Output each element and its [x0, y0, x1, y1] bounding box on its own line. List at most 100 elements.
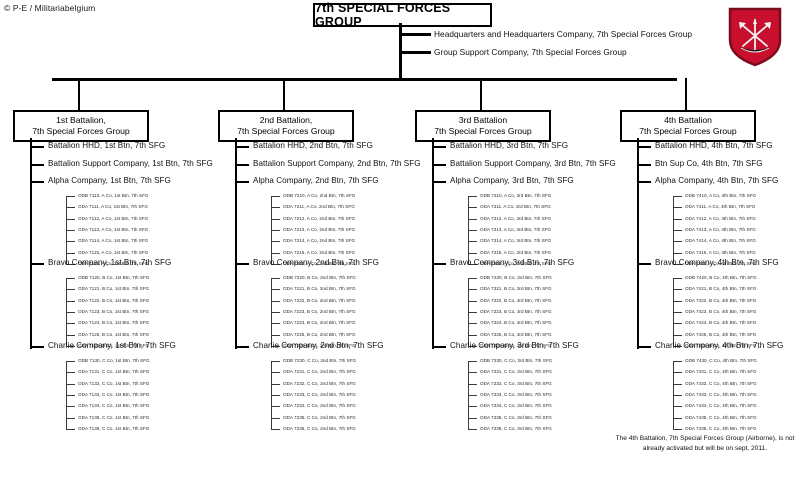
team-label-4-3-3: ODA 7432, C Co, 4th Btn, 7th SFG	[685, 380, 757, 386]
team-label-4-3-7: ODA 7436, C Co, 4th Btn, 7th SFG	[685, 425, 757, 431]
team-label-3-3-7: ODA 7336, C Co, 3rd Btn, 7th SFG	[480, 425, 552, 431]
team-connector-4-2-3	[673, 300, 682, 302]
team-label-3-2-6: ODA 7325, B Co, 3rd Btn, 7th SFG	[480, 331, 552, 337]
team-label-1-2-5: ODA 7124, B Co, 1st Btn, 7th SFG	[78, 320, 150, 326]
team-connector-3-3-5	[468, 406, 477, 408]
team-connector-1-2-1	[66, 278, 75, 280]
team-label-3-3-1: ODB 7330, C Co, 3rd Btn, 7th SFG	[480, 358, 553, 363]
company-label-3-3[interactable]: Charlie Company, 3rd Btn, 7th SFG	[450, 341, 579, 350]
team-label-3-3-3: ODA 7332, C Co, 3rd Btn, 7th SFG	[480, 380, 552, 386]
team-connector-1-3-5	[66, 406, 75, 408]
company-label-2-3[interactable]: Charlie Company, 2nd Btn, 7th SFG	[253, 341, 384, 350]
team-connector-4-3-5	[673, 406, 682, 408]
team-connector-3-2-3	[468, 300, 477, 302]
team-label-2-1-5: ODA 7214, A Co, 2nd Btn, 7th SFG	[283, 238, 356, 244]
battalion-drop-line-3	[479, 78, 483, 110]
company-connector-3-1	[432, 181, 446, 183]
team-label-1-2-7: ODA 7126, B Co, 1st Btn, 7th SFG	[78, 342, 150, 348]
company-connector-2-1	[235, 181, 249, 183]
footnote-4th-battalion: The 4th Battalion, 7th Special Forces Gr…	[615, 435, 795, 452]
company-label-2-2[interactable]: Bravo Company, 2nd Btn, 7th SFG	[253, 258, 380, 267]
team-connector-3-1-5	[468, 241, 477, 243]
group-title-box: 7th SPECIAL FORCES GROUP	[313, 1, 492, 29]
team-connector-4-1-4	[673, 229, 682, 232]
company-label-4-2[interactable]: Bravo Company, 4th Btn, 7th SFG	[655, 258, 779, 267]
team-connector-3-2-7	[468, 345, 477, 347]
team-label-4-3-5: ODA 7434, C Co, 4th Btn, 7th SFG	[685, 403, 757, 409]
team-label-1-3-6: ODA 7135, C Co, 1st Btn, 7th SFG	[78, 414, 150, 420]
company-connector-1-3	[30, 346, 44, 348]
team-label-4-1-2: ODA 7411, A Co, 4th Btn, 7th SFG	[685, 204, 756, 210]
battalion-box-line1: 3rd Battalion	[458, 115, 508, 125]
team-connector-1-3-4	[66, 394, 75, 397]
7th-sfg-insignia-icon	[727, 6, 783, 68]
team-connector-4-3-2	[673, 372, 682, 374]
team-connector-3-2-2	[468, 289, 477, 291]
team-connector-1-2-2	[66, 289, 75, 291]
battalion-spine-1	[30, 138, 32, 349]
team-connector-3-2-4	[468, 311, 477, 314]
team-label-3-2-7: ODA 7326, B Co, 3rd Btn, 7th SFG	[480, 342, 552, 348]
team-connector-2-1-3	[271, 218, 280, 220]
team-label-4-1-6: ODA 7415, A Co, 4th Btn, 7th SFG	[685, 249, 756, 255]
team-connector-2-1-1	[271, 196, 280, 198]
battalion-box-line1: 1st Battalion,	[56, 115, 106, 125]
team-label-3-1-4: ODA 7313, A Co, 3rd Btn, 7th SFG	[480, 226, 552, 232]
battalion-support-label-3: Battalion Support Company, 3rd Btn, 7th …	[450, 159, 616, 168]
team-label-1-2-1: ODB 7120, B Co, 1st Btn, 7th SFG	[78, 275, 150, 280]
team-label-3-2-5: ODA 7324, B Co, 3rd Btn, 7th SFG	[480, 320, 552, 326]
team-connector-3-2-6	[468, 334, 477, 336]
company-label-1-3[interactable]: Charlie Company, 1st Btn, 7th SFG	[48, 341, 176, 350]
team-connector-2-3-3	[271, 383, 280, 385]
team-connector-1-1-7	[66, 263, 75, 265]
team-connector-4-1-6	[673, 252, 682, 254]
team-connector-2-3-6	[271, 417, 280, 419]
battalion-hhd-label-2: Battalion HHD, 2nd Btn, 7th SFG	[253, 141, 373, 150]
team-label-4-3-4: ODA 7433, C Co, 4th Btn, 7th SFG	[685, 391, 757, 397]
team-label-1-3-4: ODA 7133, C Co, 1st Btn, 7th SFG	[78, 391, 150, 397]
team-label-2-1-6: ODA 7215, A Co, 2nd Btn, 7th SFG	[283, 249, 356, 255]
team-label-3-3-5: ODA 7334, C Co, 3rd Btn, 7th SFG	[480, 403, 552, 409]
team-label-4-2-2: ODA 7421, B Co, 4th Btn, 7th SFG	[685, 286, 757, 292]
team-label-4-2-6: ODA 7425, B Co, 4th Btn, 7th SFG	[685, 331, 757, 337]
team-connector-2-1-7	[271, 263, 280, 265]
company-label-4-3[interactable]: Charlie Company, 4th Btn, 7th SFG	[655, 341, 784, 350]
team-label-2-3-6: ODA 7235, C Co, 2nd Btn, 7th SFG	[283, 414, 356, 420]
team-connector-3-1-4	[468, 229, 477, 232]
team-connector-4-3-4	[673, 394, 682, 397]
team-connector-1-2-5	[66, 323, 75, 325]
battalion-box-1[interactable]: 1st Battalion,7th Special Forces Group	[13, 110, 149, 142]
team-label-2-3-1: ODB 7230, C Co, 2nd Btn, 7th SFG	[283, 358, 357, 363]
team-connector-2-2-6	[271, 334, 280, 336]
team-label-1-1-5: ODA 7114, A Co, 1st Btn, 7th SFG	[78, 238, 149, 244]
company-label-4-1[interactable]: Alpha Company, 4th Btn, 7th SFG	[655, 176, 779, 185]
battalion-box-2[interactable]: 2nd Battalion,7th Special Forces Group	[218, 110, 354, 142]
team-label-2-2-7: ODA 7226, B Co, 2nd Btn, 7th SFG	[283, 342, 356, 348]
gsc-branch-line	[399, 51, 431, 54]
team-label-3-1-6: ODA 7315, A Co, 3rd Btn, 7th SFG	[480, 249, 552, 255]
team-connector-4-2-1	[673, 278, 682, 280]
company-label-2-1[interactable]: Alpha Company, 2nd Btn, 7th SFG	[253, 176, 379, 185]
company-label-3-1[interactable]: Alpha Company, 3rd Btn, 7th SFG	[450, 176, 574, 185]
team-connector-3-1-3	[468, 218, 477, 220]
team-label-2-1-2: ODA 7211, A Co, 2nd Btn, 7th SFG	[283, 204, 355, 210]
battalion-drop-line-2	[282, 78, 286, 110]
team-connector-4-2-6	[673, 334, 682, 336]
team-label-4-3-2: ODA 7431, C Co, 4th Btn, 7th SFG	[685, 369, 757, 375]
team-label-2-3-5: ODA 7234, C Co, 2nd Btn, 7th SFG	[283, 403, 356, 409]
team-connector-4-2-2	[673, 289, 682, 291]
team-label-1-1-1: ODB 7110, A Co, 1st Btn, 7th SFG	[78, 193, 149, 198]
hhd-connector-1	[30, 146, 44, 148]
battalion-spine-2	[235, 138, 237, 349]
company-label-1-1[interactable]: Alpha Company, 1st Btn, 7th SFG	[48, 176, 171, 185]
battalion-drop-line-1	[77, 78, 81, 110]
company-label-1-2[interactable]: Bravo Company, 1st Btn, 7th SFG	[48, 258, 172, 267]
team-label-4-2-3: ODA 7422, B Co, 4th Btn, 7th SFG	[685, 297, 757, 303]
company-label-3-2[interactable]: Bravo Company, 3rd Btn, 7th SFG	[450, 258, 575, 267]
team-label-2-1-3: ODA 7212, A Co, 2nd Btn, 7th SFG	[283, 215, 356, 221]
company-connector-4-1	[637, 181, 651, 183]
team-connector-2-2-7	[271, 345, 280, 347]
